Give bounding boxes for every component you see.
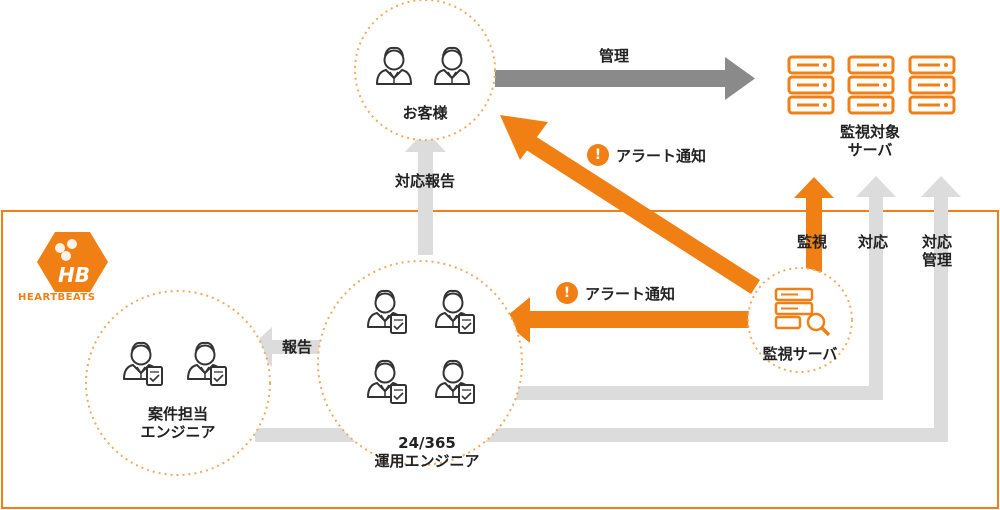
customer-circle <box>354 0 496 141</box>
monitor-arrow <box>794 177 834 272</box>
alert-to-customer-label: ! アラート通知 <box>587 144 706 166</box>
case-engineer-label-line-2: エンジニア <box>140 423 216 441</box>
alert-to-ops-label: ! アラート通知 <box>556 282 675 304</box>
response-report-arrow-shaft <box>418 150 433 255</box>
manage-arrow <box>495 57 755 100</box>
warning-icon: ! <box>587 144 609 166</box>
respond-manage-label: 対応 管理 <box>922 233 952 269</box>
alert-to-ops-text: アラート通知 <box>585 284 676 303</box>
alert-to-customer-arrow <box>500 115 760 294</box>
ops-engineer-label: 24/365 運用エンジニア <box>374 434 479 470</box>
case-engineer-label-line-1: 案件担当 <box>147 405 209 423</box>
respond-manage-label-line-1: 対応 <box>921 233 953 251</box>
logo-wordmark: HEARTBEATS <box>18 292 96 303</box>
respond-manage-label-line-2: 管理 <box>921 251 953 269</box>
case-engineer-circle <box>85 290 271 476</box>
heartbeats-logo: HB <box>37 232 108 292</box>
target-server-label-line-2: サーバ <box>847 141 893 159</box>
report-label: 報告 <box>281 338 313 356</box>
alert-to-ops-arrow <box>502 297 750 343</box>
respond-manage-arrow-head <box>921 176 961 197</box>
respond-manage-line-vertical <box>934 195 948 442</box>
monitor-server-icon <box>774 287 831 337</box>
target-server-label: 監視対象 サーバ <box>840 123 900 159</box>
case-engineer-label: 案件担当 エンジニア <box>140 405 215 441</box>
manage-label: 管理 <box>598 47 630 65</box>
response-report-arrow-head <box>405 130 446 152</box>
ops-engineer-circle <box>317 260 523 466</box>
company-boundary <box>1 210 999 509</box>
respond-line-horizontal <box>515 386 883 400</box>
server-stack-icon <box>787 55 956 115</box>
respond-label: 対応 <box>857 233 889 251</box>
alert-to-customer-text: アラート通知 <box>616 146 707 165</box>
respond-arrow-head <box>856 176 896 197</box>
target-server-label-line-1: 監視対象 <box>839 123 901 141</box>
monitor-server-label: 監視サーバ <box>762 345 838 363</box>
response-report-label: 対応報告 <box>394 172 456 190</box>
respond-line-vertical <box>869 195 883 400</box>
ops-engineer-label-line-1: 24/365 <box>398 434 456 452</box>
ops-engineer-label-line-2: 運用エンジニア <box>374 452 480 470</box>
warning-icon: ! <box>556 282 578 304</box>
logo-mark-text: HB <box>58 263 90 287</box>
customer-label: お客様 <box>402 104 448 122</box>
monitor-label: 監視 <box>796 233 828 251</box>
